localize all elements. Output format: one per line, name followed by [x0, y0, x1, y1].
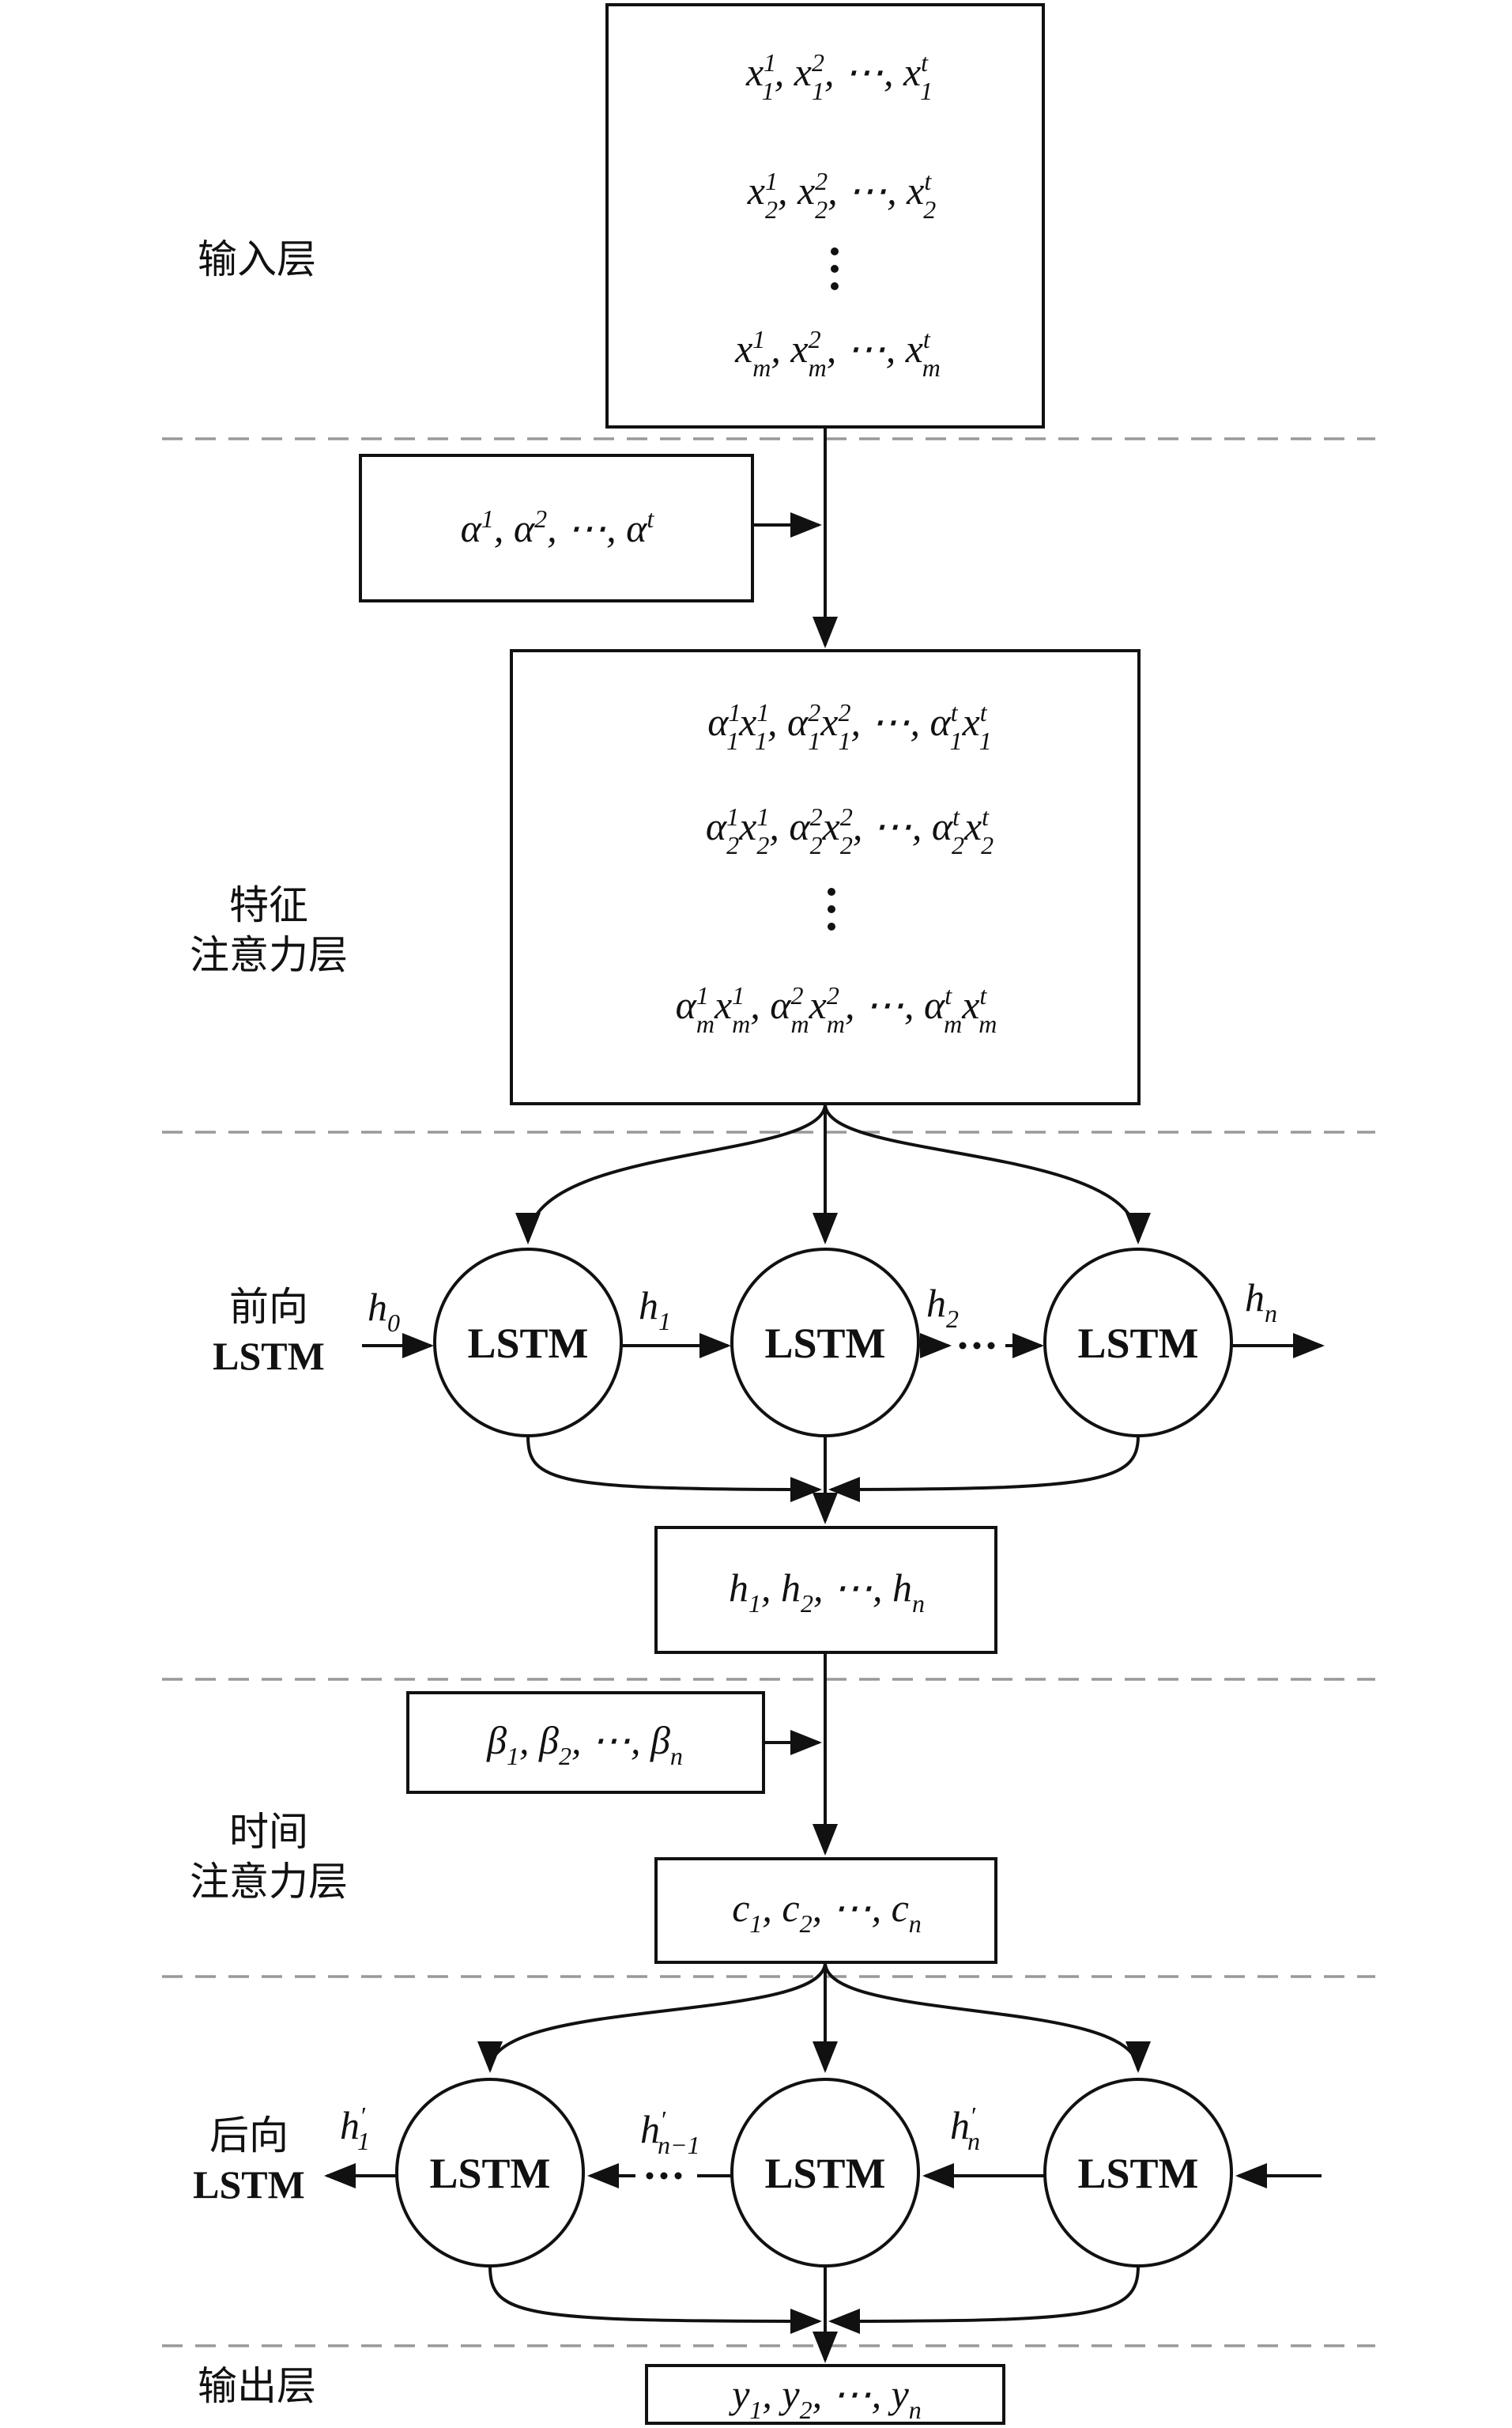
backward-merge-left: [488, 2265, 822, 2334]
label-hn-prime: h′n: [950, 2101, 980, 2155]
output-box-frame: [645, 2364, 1005, 2425]
hidden-states-box: h1, h2, ⋯, hn: [654, 1526, 997, 1654]
output-values: y1, y2, ⋯, yn: [728, 2372, 922, 2424]
context-box: c1, c2, ⋯, cn: [654, 1857, 997, 1964]
backward-ellipsis-dots: [646, 2172, 682, 2180]
output-box: y1, y2, ⋯, yn: [645, 2364, 1005, 2425]
forward-lstm-label-line1: 前向: [229, 1284, 308, 1330]
forward-to-hidden-arrows: [526, 1435, 1140, 1524]
input-layer-label: 输入层: [198, 236, 316, 282]
label-h1: h1: [639, 1283, 671, 1335]
context-to-backward-left-arrow: [477, 1962, 827, 2073]
layer-separators: [162, 437, 1375, 2347]
backward-lstm-node-2-label: LSTM: [764, 2150, 885, 2197]
forward-merge-left: [526, 1435, 822, 1502]
alpha-weights: α1, α2, ⋯, αt: [461, 504, 655, 550]
context-box-frame: [654, 1857, 997, 1964]
feature-to-forward-left-arrow: [515, 1103, 827, 1244]
forward-lstm-node-1-label: LSTM: [467, 1320, 588, 1367]
input-vertical-ellipsis: [831, 247, 839, 290]
backward-lstm-node-3-label: LSTM: [1077, 2150, 1198, 2197]
label-hn-1-prime: h′n−1: [640, 2105, 700, 2159]
context-to-backward-right-arrow: [824, 1962, 1151, 2073]
hidden-box-frame: [654, 1526, 997, 1654]
backward-to-output-arrows: [488, 2265, 1140, 2363]
hidden-to-context-arrows: [764, 1652, 838, 1856]
temporal-layer-label-line1: 时间: [229, 1809, 308, 1855]
alpha-weights-box: α1, α2, ⋯, αt: [359, 454, 754, 602]
label-hn: hn: [1245, 1275, 1277, 1327]
backward-merge-right: [828, 2265, 1140, 2334]
label-h0: h0: [368, 1285, 400, 1337]
feature-layer-label-line2: 注意力层: [190, 932, 348, 978]
backward-lstm-label-line1: 后向: [209, 2113, 288, 2158]
feature-box-frame: [510, 649, 1141, 1105]
output-layer-label: 输出层: [198, 2363, 316, 2409]
feature-to-forward-arrows: [515, 1103, 1151, 1244]
context-to-backward-arrows: [477, 1962, 1151, 2073]
temporal-layer-label-line2: 注意力层: [190, 1859, 348, 1905]
beta-box-frame: [406, 1691, 765, 1794]
feature-to-forward-right-arrow: [824, 1103, 1151, 1244]
beta-weights: β1, β2, ⋯, βn: [486, 1718, 683, 1770]
input-box-frame: [605, 3, 1045, 429]
feature-vertical-ellipsis: [828, 888, 835, 931]
label-h2: h2: [926, 1281, 959, 1333]
layer-labels: 输入层 特征 注意力层 前向 LSTM 时间 注意力层 后向 LSTM 输出层: [190, 236, 348, 2409]
forward-lstm-node-2-label: LSTM: [764, 1320, 885, 1367]
backward-lstm-row: LSTM LSTM LSTM h′1 h′n−1 h′n: [324, 2078, 1322, 2268]
forward-lstm-label-line2: LSTM: [213, 1334, 325, 1378]
forward-lstm-node-3-label: LSTM: [1077, 1320, 1198, 1367]
label-h1-prime: h′1: [340, 2101, 370, 2155]
backward-lstm-node-1-label: LSTM: [429, 2150, 550, 2197]
backward-lstm-label-line2: LSTM: [193, 2162, 305, 2207]
input-to-feature-arrows: [752, 427, 838, 648]
forward-lstm-row: LSTM LSTM LSTM h0 h1 h2 hn: [362, 1248, 1325, 1437]
context-vectors: c1, c2, ⋯, cn: [732, 1886, 922, 1938]
hidden-states: h1, h2, ⋯, hn: [729, 1565, 925, 1618]
feature-layer-label-line1: 特征: [229, 882, 308, 928]
alpha-box-frame: [359, 454, 754, 602]
forward-ellipsis-dots: [959, 1342, 995, 1350]
beta-weights-box: β1, β2, ⋯, βn: [406, 1691, 765, 1794]
forward-merge-right: [828, 1435, 1140, 1502]
